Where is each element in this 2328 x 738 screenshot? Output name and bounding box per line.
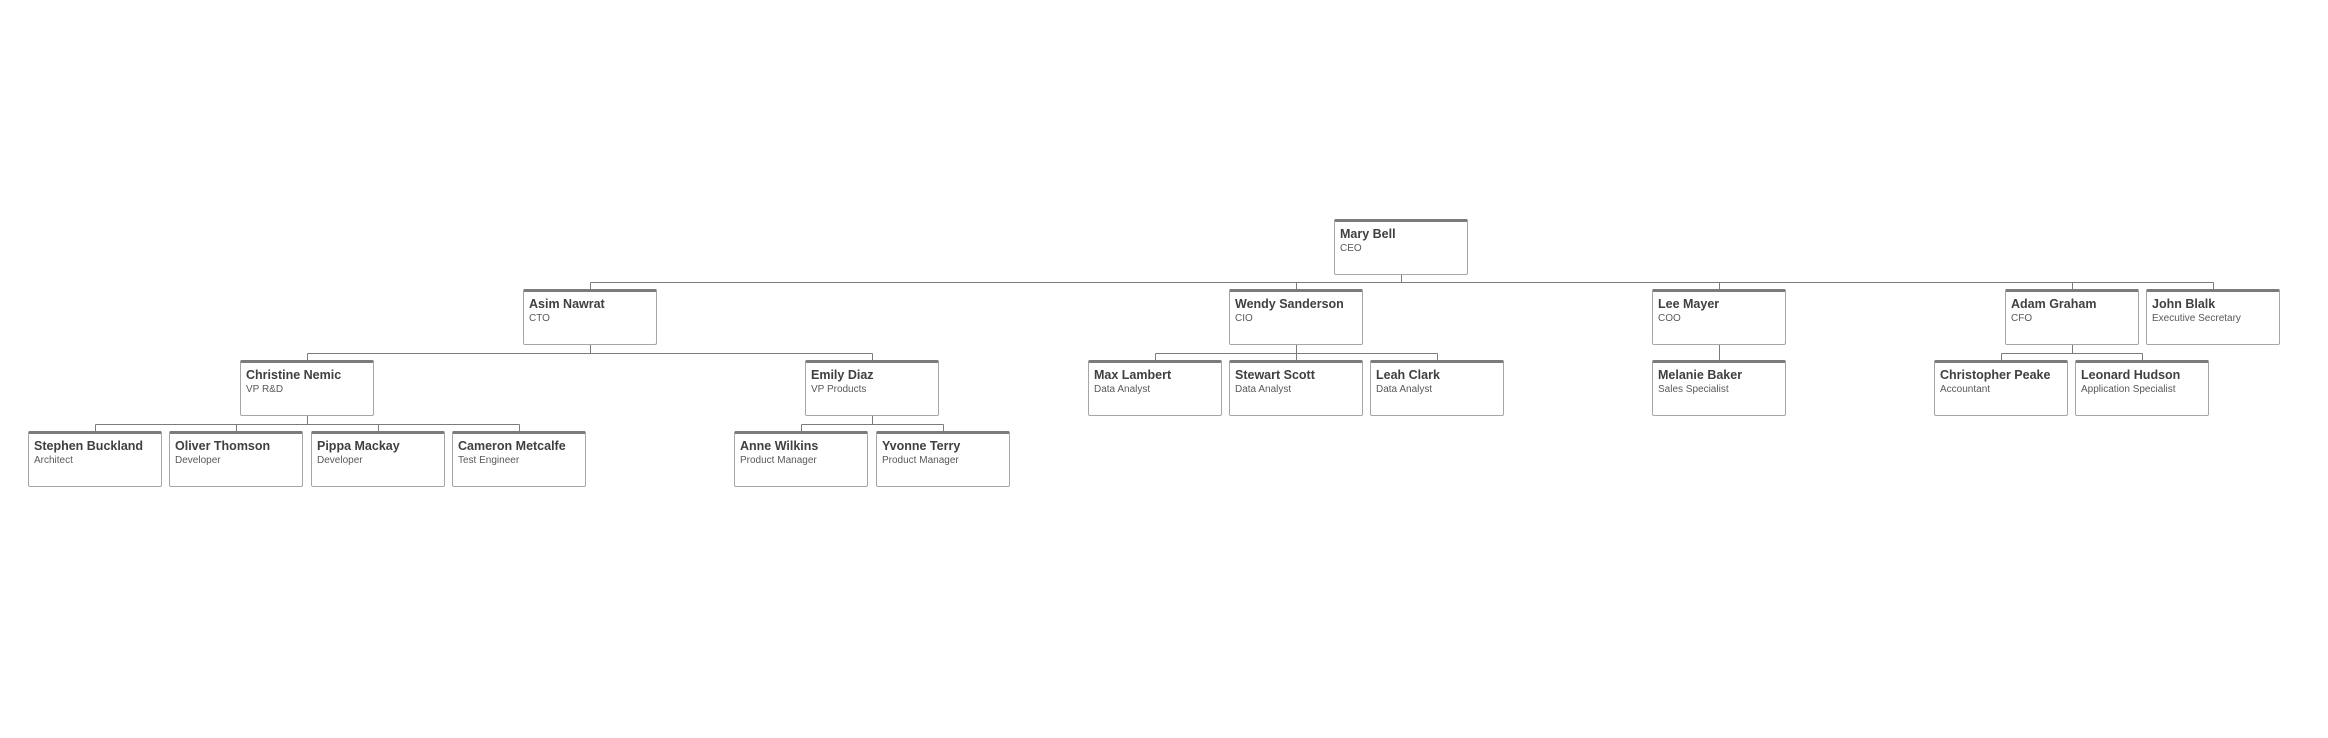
employee-name: John Blalk (2152, 297, 2216, 311)
org-card-christine-nemic[interactable]: Christine Nemic VP R&D (240, 360, 374, 416)
employee-name: Asim Nawrat (529, 297, 605, 311)
employee-title: Data Analyst (1235, 384, 1292, 395)
employee-title: CIO (1235, 313, 1253, 324)
employee-title: Accountant (1940, 384, 1991, 395)
org-card-lee-mayer[interactable]: Lee Mayer COO (1652, 289, 1786, 345)
employee-title: Sales Specialist (1658, 384, 1729, 395)
org-card-oliver-thomson[interactable]: Oliver Thomson Developer (169, 431, 303, 487)
org-card-adam-graham[interactable]: Adam Graham CFO (2005, 289, 2139, 345)
employee-name: Anne Wilkins (740, 439, 819, 453)
employee-title: VP R&D (246, 384, 284, 395)
employee-name: Christine Nemic (246, 368, 342, 382)
employee-title: Architect (34, 455, 73, 466)
org-card-cameron-metcalfe[interactable]: Cameron Metcalfe Test Engineer (452, 431, 586, 487)
org-card-mary-bell[interactable]: Mary Bell CEO (1334, 219, 1468, 275)
employee-name: Pippa Mackay (317, 439, 400, 453)
org-card-christopher-peake[interactable]: Christopher Peake Accountant (1934, 360, 2068, 416)
employee-title: Product Manager (882, 455, 959, 466)
org-card-wendy-sanderson[interactable]: Wendy Sanderson CIO (1229, 289, 1363, 345)
employee-title: Developer (317, 455, 363, 466)
employee-name: Yvonne Terry (882, 439, 961, 453)
org-card-stephen-buckland[interactable]: Stephen Buckland Architect (28, 431, 162, 487)
employee-name: Cameron Metcalfe (458, 439, 566, 453)
employee-name: Adam Graham (2011, 297, 2097, 311)
org-card-anne-wilkins[interactable]: Anne Wilkins Product Manager (734, 431, 868, 487)
employee-name: Emily Diaz (811, 368, 874, 382)
employee-title: Developer (175, 455, 221, 466)
org-card-yvonne-terry[interactable]: Yvonne Terry Product Manager (876, 431, 1010, 487)
employee-name: Max Lambert (1094, 368, 1172, 382)
employee-title: CTO (529, 313, 550, 324)
employee-title: Executive Secretary (2152, 313, 2241, 324)
org-card-asim-nawrat[interactable]: Asim Nawrat CTO (523, 289, 657, 345)
org-card-john-blalk[interactable]: John Blalk Executive Secretary (2146, 289, 2280, 345)
org-card-max-lambert[interactable]: Max Lambert Data Analyst (1088, 360, 1222, 416)
org-card-stewart-scott[interactable]: Stewart Scott Data Analyst (1229, 360, 1363, 416)
employee-title: CEO (1340, 243, 1362, 254)
employee-title: Product Manager (740, 455, 817, 466)
org-card-pippa-mackay[interactable]: Pippa Mackay Developer (311, 431, 445, 487)
employee-name: Christopher Peake (1940, 368, 2051, 382)
employee-name: Mary Bell (1340, 227, 1396, 241)
employee-name: Oliver Thomson (175, 439, 271, 453)
employee-title: CFO (2011, 313, 2033, 324)
org-card-melanie-baker[interactable]: Melanie Baker Sales Specialist (1652, 360, 1786, 416)
employee-title: Test Engineer (458, 455, 520, 466)
employee-title: Data Analyst (1376, 384, 1433, 395)
employee-name: Wendy Sanderson (1235, 297, 1344, 311)
org-card-leah-clark[interactable]: Leah Clark Data Analyst (1370, 360, 1504, 416)
employee-title: COO (1658, 313, 1681, 324)
employee-name: Leonard Hudson (2081, 368, 2181, 382)
employee-name: Stewart Scott (1235, 368, 1315, 382)
employee-name: Stephen Buckland (34, 439, 144, 453)
employee-title: Data Analyst (1094, 384, 1151, 395)
employee-name: Lee Mayer (1658, 297, 1720, 311)
employee-title: VP Products (811, 384, 867, 395)
employee-name: Melanie Baker (1658, 368, 1743, 382)
employee-title: Application Specialist (2081, 384, 2176, 395)
org-card-leonard-hudson[interactable]: Leonard Hudson Application Specialist (2075, 360, 2209, 416)
employee-name: Leah Clark (1376, 368, 1440, 382)
org-card-emily-diaz[interactable]: Emily Diaz VP Products (805, 360, 939, 416)
